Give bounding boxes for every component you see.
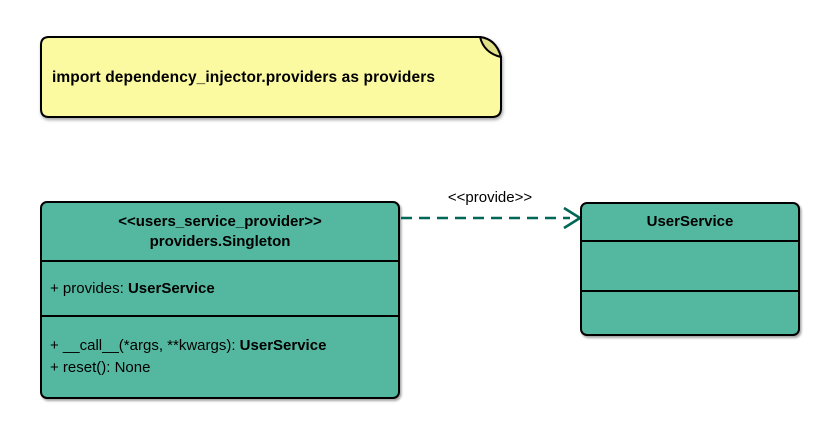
provide-arrow-label: <<provide>> <box>447 189 533 206</box>
method-call-type: UserService <box>239 337 327 354</box>
provider-attributes-compartment: + provides: UserService <box>42 260 398 315</box>
service-class-header: UserService <box>582 204 798 240</box>
service-methods-compartment <box>582 290 798 334</box>
provider-stereotype: <<users_service_provider>> <box>118 212 322 230</box>
service-class-name: UserService <box>646 213 734 230</box>
method-reset-label: + reset(): None <box>50 359 151 376</box>
method-call: + __call__(*args, **kwargs): UserService <box>42 335 398 357</box>
note-shape-icon <box>40 36 502 118</box>
attribute-provides: + provides: UserService <box>42 278 223 300</box>
attribute-provides-label: + provides: <box>50 279 128 297</box>
note-text: import dependency_injector.providers as … <box>52 69 436 86</box>
method-call-label: + __call__(*args, **kwargs): <box>50 337 240 354</box>
provider-class-header: <<users_service_provider>> providers.Sin… <box>42 203 398 260</box>
import-note: import dependency_injector.providers as … <box>40 36 504 120</box>
provider-methods-compartment: + __call__(*args, **kwargs): UserService… <box>42 315 398 397</box>
service-class-box: UserService <box>580 202 800 336</box>
attribute-provides-type: UserService <box>127 279 215 297</box>
provider-class-box: <<users_service_provider>> providers.Sin… <box>40 201 400 399</box>
method-reset: + reset(): None <box>42 357 398 379</box>
provider-class-name: providers.Singleton <box>149 232 291 250</box>
service-attributes-compartment <box>582 240 798 290</box>
